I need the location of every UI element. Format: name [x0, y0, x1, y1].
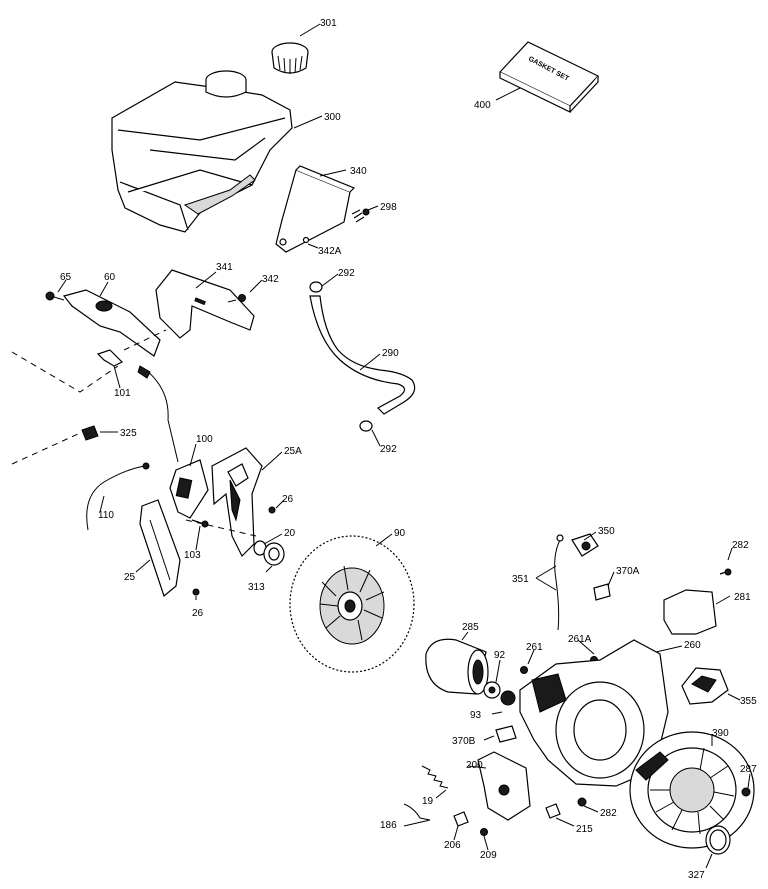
callout: 25 [124, 572, 136, 583]
callout: 370A [616, 566, 640, 577]
callout: 298 [380, 202, 397, 213]
callout: 351 [512, 574, 529, 585]
callout: 261A [568, 634, 592, 645]
stop-lead-110[interactable] [86, 462, 150, 531]
screw-261[interactable] [520, 666, 528, 674]
clip-206[interactable] [453, 811, 469, 827]
clip-101[interactable] [96, 349, 124, 367]
callout: 340 [350, 166, 367, 177]
callout: 390 [712, 728, 729, 739]
callout: 290 [382, 348, 399, 359]
spark-lead-351[interactable] [554, 534, 564, 631]
spring-19[interactable] [421, 765, 449, 789]
callout: 370B [452, 736, 476, 747]
callout: 300 [324, 112, 341, 123]
cup-285[interactable] [425, 638, 489, 695]
screw-287[interactable] [741, 787, 751, 797]
callout: 327 [688, 870, 705, 881]
screw-282-top[interactable] [719, 568, 732, 576]
callout: 20 [284, 528, 296, 539]
bracket-60[interactable] [62, 289, 161, 357]
clip-215[interactable] [545, 803, 561, 819]
callout: 209 [480, 850, 497, 861]
callout: 101 [114, 388, 131, 399]
callout: 341 [216, 262, 233, 273]
ring-327[interactable] [705, 825, 731, 855]
grip-355[interactable] [681, 667, 729, 705]
screw-26-upper[interactable] [268, 506, 276, 514]
screw-298[interactable] [351, 208, 370, 223]
callout: 282 [732, 540, 749, 551]
bracket-341[interactable] [155, 269, 255, 339]
screw-282-bottom[interactable] [577, 797, 587, 807]
label-370B[interactable] [495, 725, 517, 743]
gasket-set[interactable]: GASKET SET [499, 41, 599, 113]
callout: 292 [338, 268, 355, 279]
callout: 287 [740, 764, 757, 775]
callout: 292 [380, 444, 397, 455]
fuel-line-hose[interactable] [309, 295, 416, 415]
callout: 281 [734, 592, 751, 603]
callout: 282 [600, 808, 617, 819]
callout: 19 [422, 796, 434, 807]
clamp-292-top[interactable] [309, 281, 323, 293]
label-370A[interactable] [593, 583, 611, 601]
callout: 350 [598, 526, 615, 537]
washer-92[interactable] [483, 681, 501, 699]
link-186[interactable] [403, 803, 431, 821]
screw-26-lower[interactable] [192, 588, 200, 596]
callout: 325 [120, 428, 137, 439]
fuel-cap[interactable] [271, 42, 309, 74]
callout: 215 [576, 824, 593, 835]
ground-wire[interactable] [137, 365, 179, 463]
fuel-tank[interactable] [111, 70, 293, 233]
screw-342[interactable] [227, 294, 246, 303]
cover-281[interactable] [663, 589, 717, 635]
callout: 200 [466, 760, 483, 771]
callout: 301 [320, 18, 337, 29]
clamp-292-bottom[interactable] [359, 420, 373, 432]
callout: 110 [98, 510, 114, 521]
leader-lines [57, 23, 751, 869]
ignition-module[interactable] [169, 459, 209, 519]
rewind-starter-390[interactable] [629, 731, 755, 849]
spark-plug-boot-350[interactable] [571, 533, 599, 557]
spacer-313[interactable] [263, 542, 285, 566]
callout: 206 [444, 840, 461, 851]
callout: 260 [684, 640, 701, 651]
callout: 342A [318, 246, 342, 257]
screw-209[interactable] [480, 828, 488, 836]
callout: 400 [474, 100, 491, 111]
clip-325[interactable] [81, 425, 99, 441]
callout: 261 [526, 642, 543, 653]
shroud-25[interactable] [139, 499, 181, 598]
callout: 65 [60, 272, 72, 283]
callout: 26 [192, 608, 204, 619]
callout: 90 [394, 528, 406, 539]
callout: 93 [470, 710, 482, 721]
screw-65[interactable] [45, 291, 65, 301]
callout: 60 [104, 272, 116, 283]
governor-200[interactable] [477, 751, 531, 821]
callout: 313 [248, 582, 265, 593]
callout: 285 [462, 622, 479, 633]
callout: 100 [196, 434, 213, 445]
callout: 355 [740, 696, 757, 707]
tank-bracket[interactable] [275, 165, 356, 253]
callout: 92 [494, 650, 506, 661]
nut-93[interactable] [500, 690, 516, 706]
blower-housing-260[interactable] [519, 639, 669, 787]
callout: 25A [284, 446, 302, 457]
callout: 342 [262, 274, 279, 285]
callout-labels: 301 300 400 340 298 342A 65 60 341 342 2… [60, 18, 757, 881]
bracket-25A[interactable] [211, 447, 263, 558]
flywheel[interactable] [289, 535, 415, 673]
callout: 103 [184, 550, 201, 561]
callout: 26 [282, 494, 294, 505]
callout: 186 [380, 820, 397, 831]
